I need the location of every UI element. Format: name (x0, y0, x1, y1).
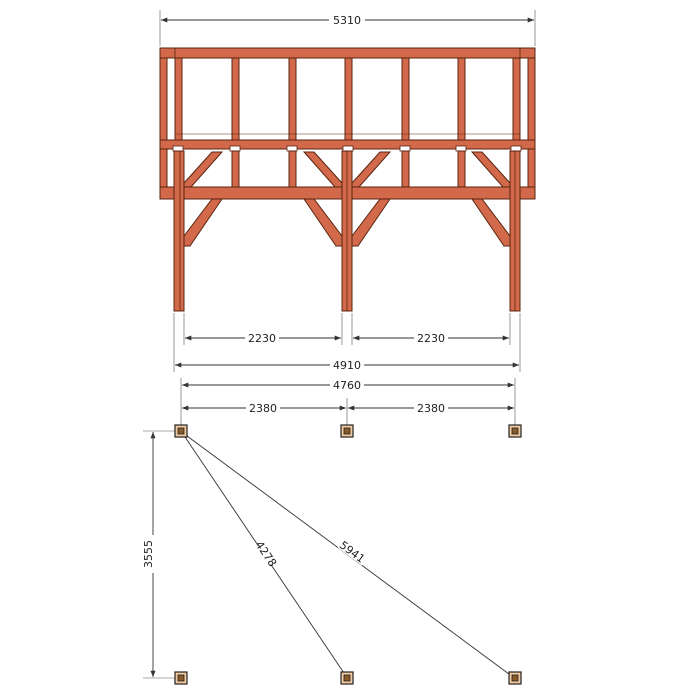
dimension-plan-diagonals: 4278 5941 (182, 432, 514, 678)
upper-brace (302, 151, 343, 188)
dimension-overall-width: 5310 (159, 10, 536, 46)
dimension-label-span-right: 2230 (417, 332, 445, 345)
deck-stud (457, 150, 466, 188)
dimension-spans: 2230 2230 4910 (173, 313, 521, 372)
dimension-label-plan-depth: 3555 (142, 540, 155, 568)
dimension-label-plan-overall: 4760 (333, 379, 361, 392)
baluster (159, 57, 168, 141)
main-post-left (173, 150, 185, 312)
lower-brace (471, 198, 511, 247)
foundation-plan: 4760 2380 2380 3555 4278 5941 (141, 378, 522, 685)
upper-brace (351, 151, 392, 188)
lower-brace (303, 198, 343, 247)
deck-stud (401, 150, 410, 188)
footing-front-left (174, 424, 188, 438)
deck-stud (231, 150, 240, 188)
footing-rear-left (174, 671, 188, 685)
upper-brace (470, 151, 511, 188)
dimension-plan-spans: 2380 2380 (182, 398, 514, 426)
baluster (231, 57, 240, 141)
main-posts (173, 150, 521, 312)
dimension-label-plan-span-right: 2380 (417, 402, 445, 415)
lower-brace (183, 198, 223, 247)
footings (174, 424, 522, 685)
deck-stud (288, 150, 297, 188)
footing-rear-center (340, 671, 354, 685)
dimension-label-overall-width: 5310 (333, 14, 361, 27)
dimension-plan-depth: 3555 (141, 430, 176, 679)
dimension-label-plan-span-left: 2380 (249, 402, 277, 415)
baluster (457, 57, 466, 141)
baluster (401, 57, 410, 141)
footing-rear-right (508, 671, 522, 685)
lower-brace (351, 198, 391, 247)
front-elevation: 5310 (159, 10, 536, 372)
footing-front-center (340, 424, 354, 438)
top-rail (159, 47, 536, 59)
dimension-label-post-outer: 4910 (333, 359, 361, 372)
baluster (512, 57, 521, 141)
footing-front-right (508, 424, 522, 438)
baluster (527, 57, 536, 141)
dimension-label-span-left: 2230 (248, 332, 276, 345)
baluster (344, 57, 353, 141)
knee-braces (183, 151, 511, 247)
upper-brace (183, 151, 224, 188)
dimension-plan-overall: 4760 (180, 378, 516, 426)
upper-railing (159, 47, 536, 152)
baluster (288, 57, 297, 141)
baluster (174, 57, 183, 141)
